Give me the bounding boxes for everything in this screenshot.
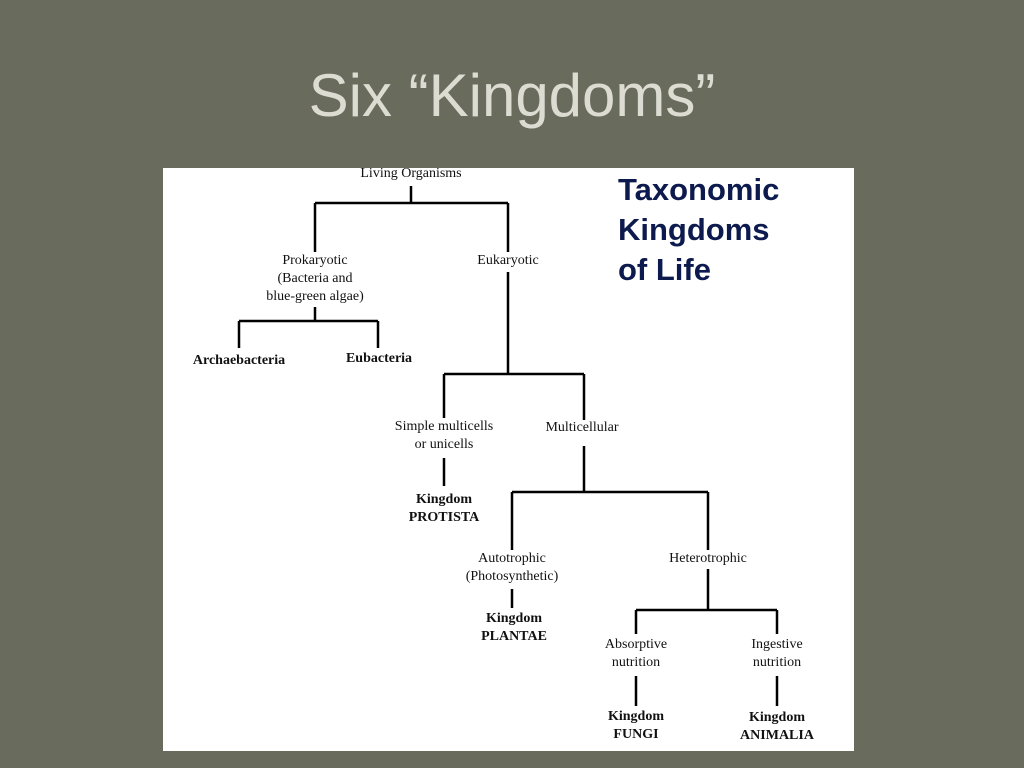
node-living-organisms: Living Organisms	[360, 168, 462, 181]
slide-title: Six “Kingdoms”	[308, 62, 716, 129]
node-ingestive: Ingestive nutrition	[751, 637, 803, 670]
node-kingdom-fungi: Kingdom FUNGI	[607, 709, 665, 742]
node-eubacteria: Eubacteria	[345, 351, 413, 366]
taxonomy-diagram: Taxonomic Kingdoms of Life Living Organi…	[163, 168, 854, 751]
diagram-heading: Taxonomic Kingdoms of Life	[618, 172, 780, 287]
node-multicellular: Multicellular	[545, 420, 619, 435]
node-prokaryotic: Prokaryotic (Bacteria and blue-green alg…	[266, 253, 364, 304]
node-autotrophic: Autotrophic (Photosynthetic)	[465, 551, 559, 584]
node-kingdom-protista: Kingdom PROTISTA	[408, 492, 480, 525]
node-eukaryotic: Eukaryotic	[477, 253, 539, 268]
node-kingdom-plantae: Kingdom PLANTAE	[481, 611, 547, 644]
node-archaebacteria: Archaebacteria	[192, 353, 286, 368]
node-simple-multicells: Simple multicells or unicells	[394, 419, 494, 452]
tree-connectors	[237, 186, 779, 706]
node-heterotrophic: Heterotrophic	[669, 551, 747, 566]
node-kingdom-animalia: Kingdom ANIMALIA	[740, 710, 814, 743]
node-absorptive: Absorptive nutrition	[604, 637, 668, 670]
